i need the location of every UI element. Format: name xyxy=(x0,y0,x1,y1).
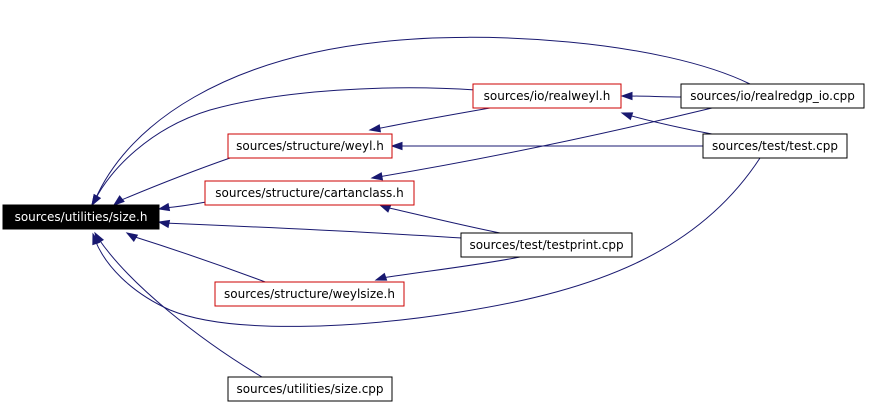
node-box xyxy=(2,204,160,230)
edge-line xyxy=(375,107,491,130)
edge-line-end xyxy=(163,222,169,225)
node-box xyxy=(472,83,622,109)
edge-realweyl_h-to-size_h xyxy=(91,87,477,207)
edge-line xyxy=(131,235,269,284)
node-weylsize-h[interactable]: sources/structure/weylsize.h xyxy=(214,281,405,307)
edge-testprint_cpp-to-size_h xyxy=(157,219,463,239)
edge-line xyxy=(94,36,751,201)
edge-line xyxy=(163,201,207,209)
node-box xyxy=(680,83,865,109)
edge-line-end xyxy=(97,237,101,242)
node-realredgp-io-cpp[interactable]: sources/io/realredgp_io.cpp xyxy=(680,83,865,109)
edge-line-end xyxy=(381,276,386,279)
node-box xyxy=(214,281,405,307)
edge-arrowhead xyxy=(125,232,139,243)
node-label: sources/io/realweyl.h xyxy=(484,89,611,103)
edge-arrowhead xyxy=(91,193,102,207)
edge-testprint_cpp-to-weylsize_h xyxy=(374,256,521,281)
edge-line xyxy=(384,206,501,234)
edge-cartanclass_h-to-size_h xyxy=(157,201,207,212)
edge-line-end xyxy=(384,206,390,210)
edge-line-end xyxy=(94,239,97,244)
edge-line-end xyxy=(131,235,136,239)
edge-test_cpp-to-size_h xyxy=(92,157,761,327)
edge-line xyxy=(94,87,477,201)
node-realweyl-h[interactable]: sources/io/realweyl.h xyxy=(472,83,622,109)
edge-line xyxy=(627,95,683,98)
node-test-cpp[interactable]: sources/test/test.cpp xyxy=(702,133,848,159)
edge-arrowhead xyxy=(157,202,171,212)
edge-arrowhead xyxy=(157,219,171,229)
node-label: sources/structure/weyl.h xyxy=(236,139,384,153)
edge-line-end xyxy=(163,206,169,209)
node-box xyxy=(227,133,393,159)
edge-testprint_cpp-to-cartanclass_h xyxy=(378,204,501,234)
node-label: sources/test/test.cpp xyxy=(712,139,838,153)
node-weyl-h[interactable]: sources/structure/weyl.h xyxy=(227,133,393,159)
edge-line xyxy=(118,157,231,202)
node-box xyxy=(702,133,848,159)
edges-layer xyxy=(91,36,761,378)
nodes-layer: sources/utilities/size.h sources/io/realw… xyxy=(2,83,865,402)
node-label: sources/utilities/size.cpp xyxy=(236,382,383,396)
edge-realredgp_io_cpp-to-realweyl_h xyxy=(620,91,683,101)
edge-line-end xyxy=(377,175,382,178)
node-label: sources/test/testprint.cpp xyxy=(469,238,623,252)
edge-line xyxy=(377,107,713,178)
edge-line-end xyxy=(118,198,123,202)
node-size-h: sources/utilities/size.h xyxy=(2,204,160,230)
edge-test_cpp-to-weyl_h xyxy=(390,141,704,151)
node-size-cpp[interactable]: sources/utilities/size.cpp xyxy=(227,376,393,402)
node-label: sources/utilities/size.h xyxy=(15,210,148,224)
node-testprint-cpp[interactable]: sources/test/testprint.cpp xyxy=(460,232,633,258)
edge-test_cpp-to-realweyl_h xyxy=(620,112,713,135)
edge-line-end xyxy=(375,127,380,130)
node-label: sources/structure/weylsize.h xyxy=(224,287,395,301)
node-box xyxy=(460,232,633,258)
node-label: sources/structure/cartanclass.h xyxy=(215,186,403,200)
edge-line xyxy=(381,256,521,279)
edge-line-end xyxy=(94,196,98,201)
edge-line-end xyxy=(627,114,632,117)
node-box xyxy=(204,180,415,206)
edge-size_cpp-to-size_h xyxy=(94,231,263,378)
edge-weylsize_h-to-size_h xyxy=(125,232,269,284)
edge-line xyxy=(627,114,713,135)
edge-line xyxy=(97,237,263,378)
node-cartanclass-h[interactable]: sources/structure/cartanclass.h xyxy=(204,180,415,206)
edge-line xyxy=(94,157,761,327)
edge-realweyl_h-to-weyl_h xyxy=(368,107,491,133)
node-label: sources/io/realredgp_io.cpp xyxy=(690,89,855,103)
node-box xyxy=(227,376,393,402)
edge-weyl_h-to-size_h xyxy=(112,157,231,206)
edge-realredgp_io_cpp-to-cartanclass_h xyxy=(370,107,713,181)
edge-line xyxy=(163,222,463,239)
